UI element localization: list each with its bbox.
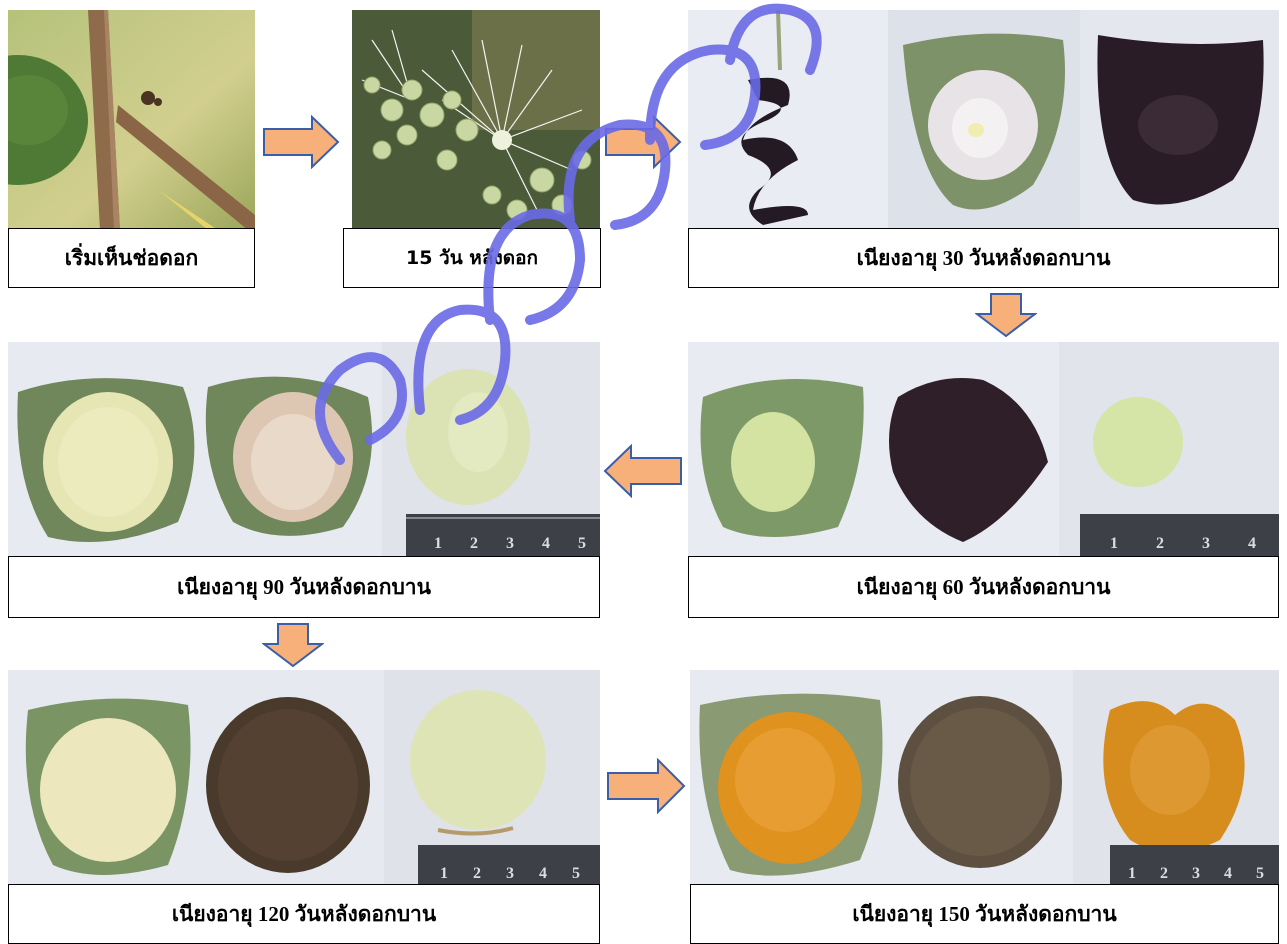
photo-150-days: 1 2 3 4 5 xyxy=(690,670,1279,886)
arrow-right-2 xyxy=(604,115,682,169)
ruler-tick-label: 4 xyxy=(1224,865,1232,882)
ruler-tick-label: 3 xyxy=(506,535,514,552)
ruler-tick-label: 4 xyxy=(539,865,547,882)
ruler-tick-label: 4 xyxy=(542,535,550,552)
arrow-left-icon xyxy=(605,446,681,496)
pods-60-days-image: 1 2 3 4 xyxy=(688,342,1279,556)
pods-120-days-image: 1 2 3 4 5 xyxy=(8,670,600,886)
ruler-tick-label: 2 xyxy=(473,865,481,882)
arrow-down-icon xyxy=(977,294,1035,336)
arrow-right-icon xyxy=(606,117,680,167)
caption-stage-5: เนียงอายุ 90 วันหลังดอกบาน xyxy=(8,556,600,618)
pods-30-days-image xyxy=(688,10,1279,232)
ruler-tick-label: 2 xyxy=(470,535,478,552)
photo-flowers xyxy=(352,10,600,232)
arrow-down-icon xyxy=(264,624,322,666)
ruler-tick-label: 2 xyxy=(1156,535,1164,552)
caption-stage-2-text: 15 วัน หลังดอก xyxy=(406,243,538,273)
ruler-tick-label: 5 xyxy=(572,865,580,882)
photo-120-days: 1 2 3 4 5 xyxy=(8,670,600,886)
pods-150-days-image: 1 2 3 4 5 xyxy=(690,670,1279,886)
ruler-tick-label: 2 xyxy=(1160,865,1168,882)
ruler-tick-label: 4 xyxy=(1248,535,1256,552)
arrow-left-1 xyxy=(603,444,683,498)
photo-inflorescence-start xyxy=(8,10,255,230)
ruler-tick-label: 5 xyxy=(1256,865,1264,882)
ruler-tick-label: 1 xyxy=(1128,865,1136,882)
caption-stage-1: เริ่มเห็นช่อดอก xyxy=(8,228,255,288)
branch-image xyxy=(8,10,255,230)
ruler-tick-label: 3 xyxy=(506,865,514,882)
ruler-tick-label: 3 xyxy=(1192,865,1200,882)
caption-stage-7: เนียงอายุ 150 วันหลังดอกบาน xyxy=(690,884,1279,944)
arrow-down-1 xyxy=(975,292,1037,338)
arrow-down-2 xyxy=(262,622,324,668)
ruler-tick-label: 3 xyxy=(1202,535,1210,552)
photo-60-days: 1 2 3 4 xyxy=(688,342,1279,556)
caption-stage-6: เนียงอายุ 120 วันหลังดอกบาน xyxy=(8,884,600,944)
ruler-tick-label: 5 xyxy=(578,535,586,552)
caption-stage-4: เนียงอายุ 60 วันหลังดอกบาน xyxy=(688,556,1279,618)
ruler-tick-label: 1 xyxy=(434,535,442,552)
ruler-tick-label: 1 xyxy=(1110,535,1118,552)
arrow-right-icon xyxy=(264,117,338,167)
pods-90-days-image: 1 2 3 4 5 xyxy=(8,342,600,556)
arrow-right-3 xyxy=(606,758,686,814)
ruler-tick-label: 1 xyxy=(440,865,448,882)
photo-30-days xyxy=(688,10,1279,232)
caption-stage-3: เนียงอายุ 30 วันหลังดอกบาน xyxy=(688,228,1279,288)
photo-90-days: 1 2 3 4 5 xyxy=(8,342,600,556)
arrow-right-icon xyxy=(608,760,684,812)
caption-stage-2: 15 วัน หลังดอก xyxy=(343,228,601,288)
flower-image xyxy=(352,10,600,232)
arrow-right-1 xyxy=(262,115,340,169)
